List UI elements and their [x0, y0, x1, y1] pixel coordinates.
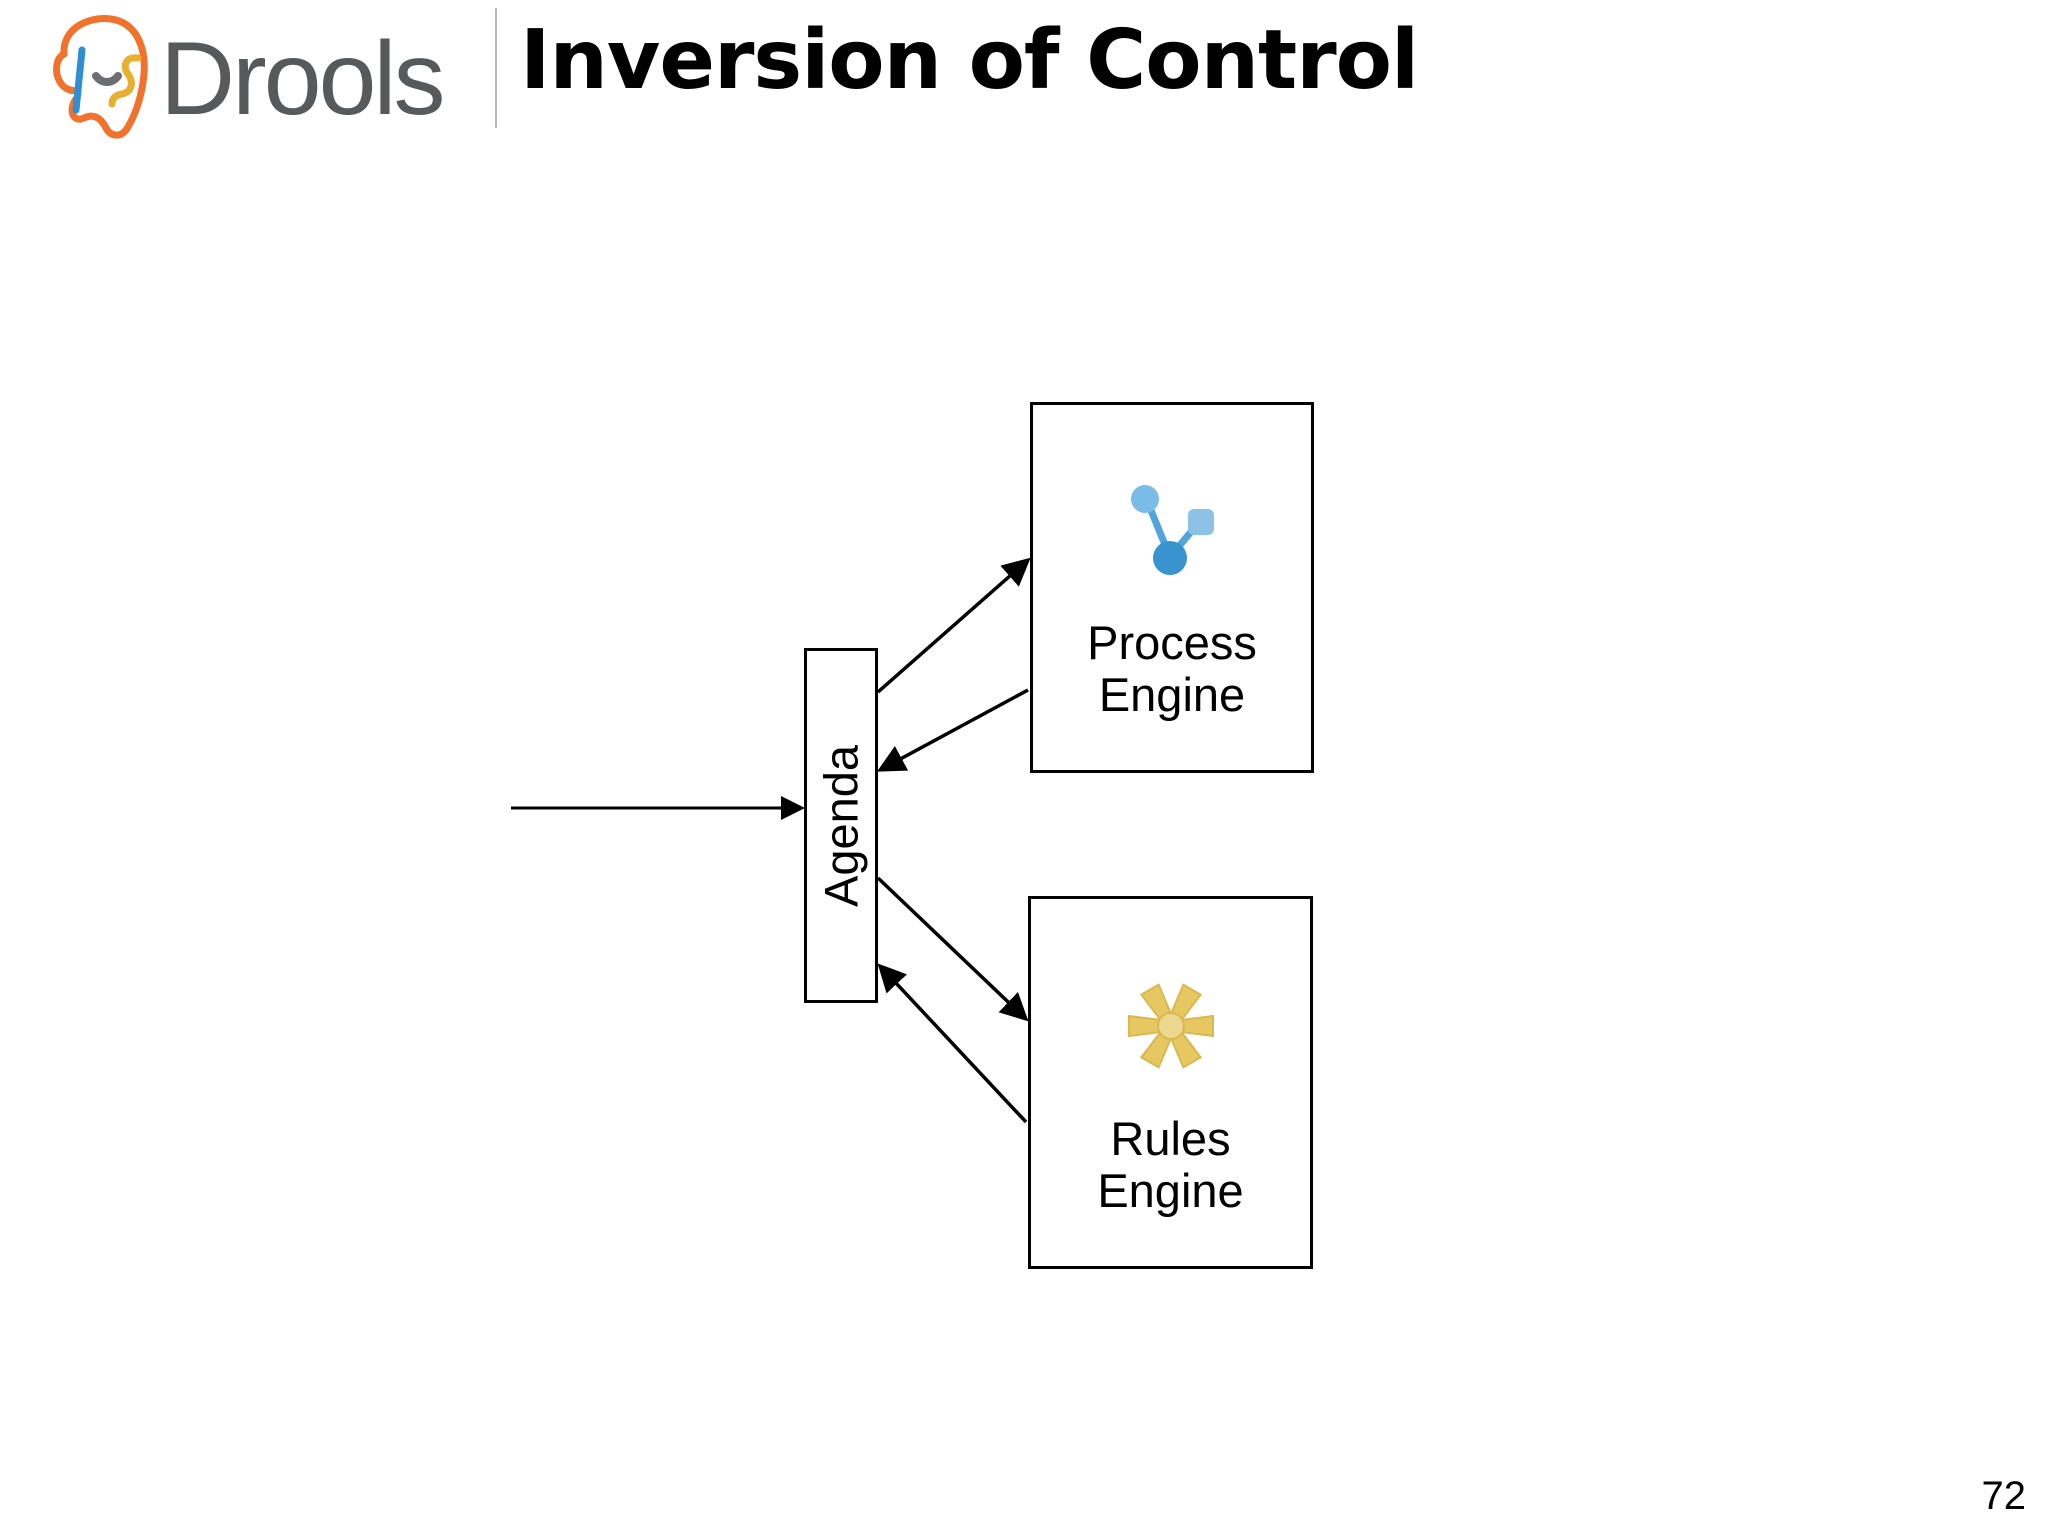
node-rules-engine-label-line1: Rules [1110, 1111, 1231, 1165]
node-rules-engine-label: Rules Engine [1031, 1111, 1310, 1218]
rules-star-atom-icon [1127, 983, 1214, 1069]
node-agenda-label: Agenda [814, 744, 868, 907]
node-process-engine-label: Process Engine [1033, 615, 1311, 722]
process-node-graph-icon [1131, 485, 1214, 575]
brand-wordmark: Drools [160, 20, 446, 137]
header-divider [495, 8, 497, 128]
page-number: 72 [1981, 1474, 2027, 1518]
arrow-agenda-to-process-engine [876, 557, 1031, 694]
node-process-engine[interactable]: Process Engine [1030, 402, 1314, 773]
node-process-engine-label-line2: Engine [1098, 668, 1246, 722]
page-title: Inversion of Control [520, 13, 1419, 108]
node-rules-engine[interactable]: Rules Engine [1028, 896, 1313, 1269]
node-process-engine-label-line1: Process [1087, 615, 1257, 669]
arrow-process-engine-to-agenda [876, 688, 1029, 772]
node-agenda[interactable]: Agenda [804, 648, 878, 1003]
arrow-rules-engine-to-agenda [877, 963, 1028, 1124]
arrow-agenda-to-rules-engine [876, 876, 1029, 1022]
slide-header: Drools Inversion of Control [0, 0, 2048, 150]
node-rules-engine-label-line2: Engine [1097, 1164, 1244, 1218]
drools-logo: Drools [34, 8, 474, 143]
drools-face-logo-icon [53, 14, 148, 138]
